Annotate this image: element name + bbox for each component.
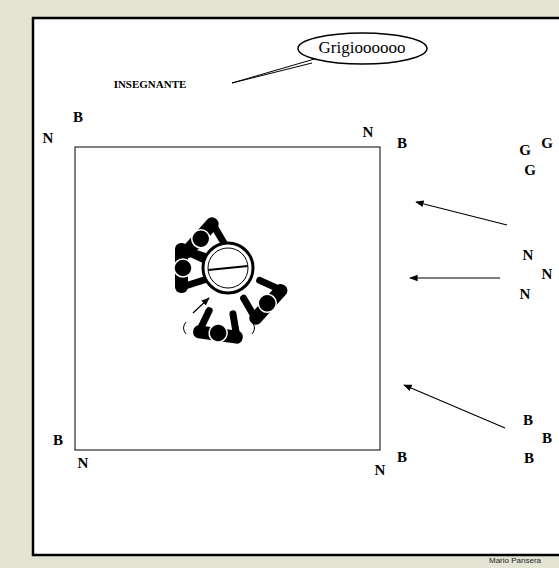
speech-tail bbox=[232, 58, 318, 83]
player-figure bbox=[192, 309, 246, 346]
speech-bubble: Grigioooooo bbox=[297, 32, 428, 65]
author-credit: Mario Pansera bbox=[489, 557, 541, 565]
corner-letter: N bbox=[78, 456, 89, 471]
corner-letter: N bbox=[363, 125, 374, 140]
team-arrow bbox=[416, 202, 507, 225]
player-figure bbox=[174, 243, 204, 293]
corner-letter: B bbox=[53, 433, 63, 448]
players bbox=[174, 214, 291, 345]
corner-letter: B bbox=[73, 110, 83, 125]
team-letter: N bbox=[542, 267, 553, 282]
team-letter: B bbox=[542, 431, 552, 446]
frame bbox=[33, 18, 559, 555]
team-letter: B bbox=[523, 413, 533, 428]
team-letter: G bbox=[519, 143, 531, 158]
corner-letter: B bbox=[397, 450, 407, 465]
motion-marks bbox=[184, 322, 255, 334]
ball bbox=[203, 243, 253, 293]
bubble-text: Grigioooooo bbox=[319, 39, 406, 58]
ball-inner bbox=[208, 248, 248, 288]
corner-letter: N bbox=[375, 463, 386, 478]
corner-letter: B bbox=[397, 136, 407, 151]
team-letter: G bbox=[541, 136, 553, 151]
team-letter: N bbox=[520, 287, 531, 302]
bubble-ellipse bbox=[298, 33, 427, 64]
ball-line bbox=[208, 266, 248, 270]
corner-letter: N bbox=[43, 131, 54, 146]
team-arrow bbox=[410, 277, 500, 278]
team-arrow bbox=[404, 385, 505, 428]
ball-outline bbox=[203, 243, 253, 293]
team-letter: G bbox=[524, 163, 536, 178]
playing-field bbox=[75, 147, 380, 450]
speaker-label: INSEGNANTE bbox=[114, 79, 187, 90]
team-letter: B bbox=[524, 451, 534, 466]
team-letter: N bbox=[523, 248, 534, 263]
move-arrow bbox=[193, 298, 209, 313]
